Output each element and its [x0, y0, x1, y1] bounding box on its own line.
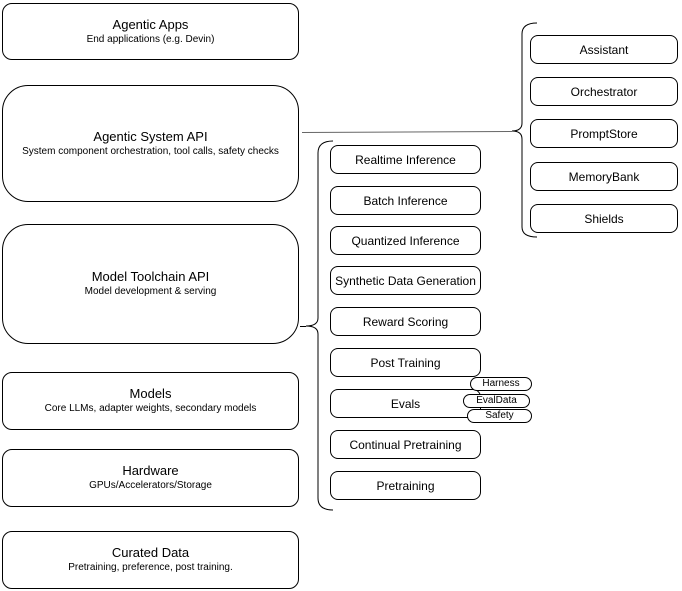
- node-evals: Evals: [330, 389, 481, 418]
- node-model-toolchain-api: Model Toolchain API Model development & …: [2, 224, 299, 344]
- node-label: Synthetic Data Generation: [335, 273, 476, 288]
- tag-label: Safety: [485, 410, 514, 421]
- node-realtime-inference: Realtime Inference: [330, 145, 481, 174]
- node-label: MemoryBank: [568, 169, 640, 184]
- tag-harness: Harness: [470, 377, 532, 391]
- node-title: Agentic Apps: [112, 16, 189, 32]
- node-orchestrator: Orchestrator: [530, 77, 678, 106]
- node-subtitle: GPUs/Accelerators/Storage: [89, 480, 212, 491]
- node-batch-inference: Batch Inference: [330, 186, 481, 215]
- node-reward-scoring: Reward Scoring: [330, 307, 481, 336]
- node-promptstore: PromptStore: [530, 119, 678, 148]
- node-title: Models: [129, 386, 172, 401]
- node-continual-pretraining: Continual Pretraining: [330, 430, 481, 459]
- tag-safety: Safety: [467, 409, 532, 423]
- node-label: Pretraining: [376, 478, 435, 493]
- node-post-training: Post Training: [330, 348, 481, 377]
- node-subtitle: Pretraining, preference, post training.: [68, 562, 233, 573]
- node-title: Model Toolchain API: [91, 269, 210, 284]
- node-label: Assistant: [579, 42, 629, 57]
- node-agentic-system-api: Agentic System API System component orch…: [2, 85, 299, 202]
- node-subtitle: System component orchestration, tool cal…: [22, 145, 279, 157]
- node-shields: Shields: [530, 204, 678, 233]
- node-subtitle: Model development & serving: [84, 286, 217, 297]
- system-group-brace: [511, 22, 538, 238]
- node-memorybank: MemoryBank: [530, 162, 678, 191]
- node-label: Batch Inference: [363, 193, 448, 208]
- node-label: Post Training: [370, 355, 441, 370]
- node-agentic-apps: Agentic Apps End applications (e.g. Devi…: [2, 3, 299, 60]
- node-label: Shields: [584, 211, 624, 226]
- node-label: PromptStore: [570, 126, 638, 141]
- node-label: Quantized Inference: [351, 233, 460, 248]
- node-label: Realtime Inference: [355, 152, 456, 167]
- node-title: Hardware: [122, 463, 179, 478]
- node-hardware: Hardware GPUs/Accelerators/Storage: [2, 449, 299, 507]
- node-label: Evals: [390, 396, 421, 411]
- tag-label: Harness: [482, 378, 520, 389]
- node-quantized-inference: Quantized Inference: [330, 226, 481, 255]
- node-synthetic-data-generation: Synthetic Data Generation: [330, 266, 481, 295]
- node-label: Reward Scoring: [362, 314, 449, 329]
- tag-label: EvalData: [476, 395, 517, 406]
- node-pretraining: Pretraining: [330, 471, 481, 500]
- node-label: Orchestrator: [570, 84, 638, 99]
- node-label: Continual Pretraining: [349, 437, 462, 452]
- node-curated-data: Curated Data Pretraining, preference, po…: [2, 531, 299, 589]
- node-models: Models Core LLMs, adapter weights, secon…: [2, 372, 299, 430]
- node-title: Agentic System API: [93, 128, 208, 144]
- tag-evaldata: EvalData: [463, 394, 530, 408]
- node-subtitle: End applications (e.g. Devin): [86, 33, 215, 45]
- node-title: Curated Data: [111, 545, 190, 560]
- system-api-connector-line: [301, 131, 513, 133]
- node-assistant: Assistant: [530, 35, 678, 64]
- node-subtitle: Core LLMs, adapter weights, secondary mo…: [44, 403, 257, 414]
- toolchain-group-brace: [305, 140, 334, 511]
